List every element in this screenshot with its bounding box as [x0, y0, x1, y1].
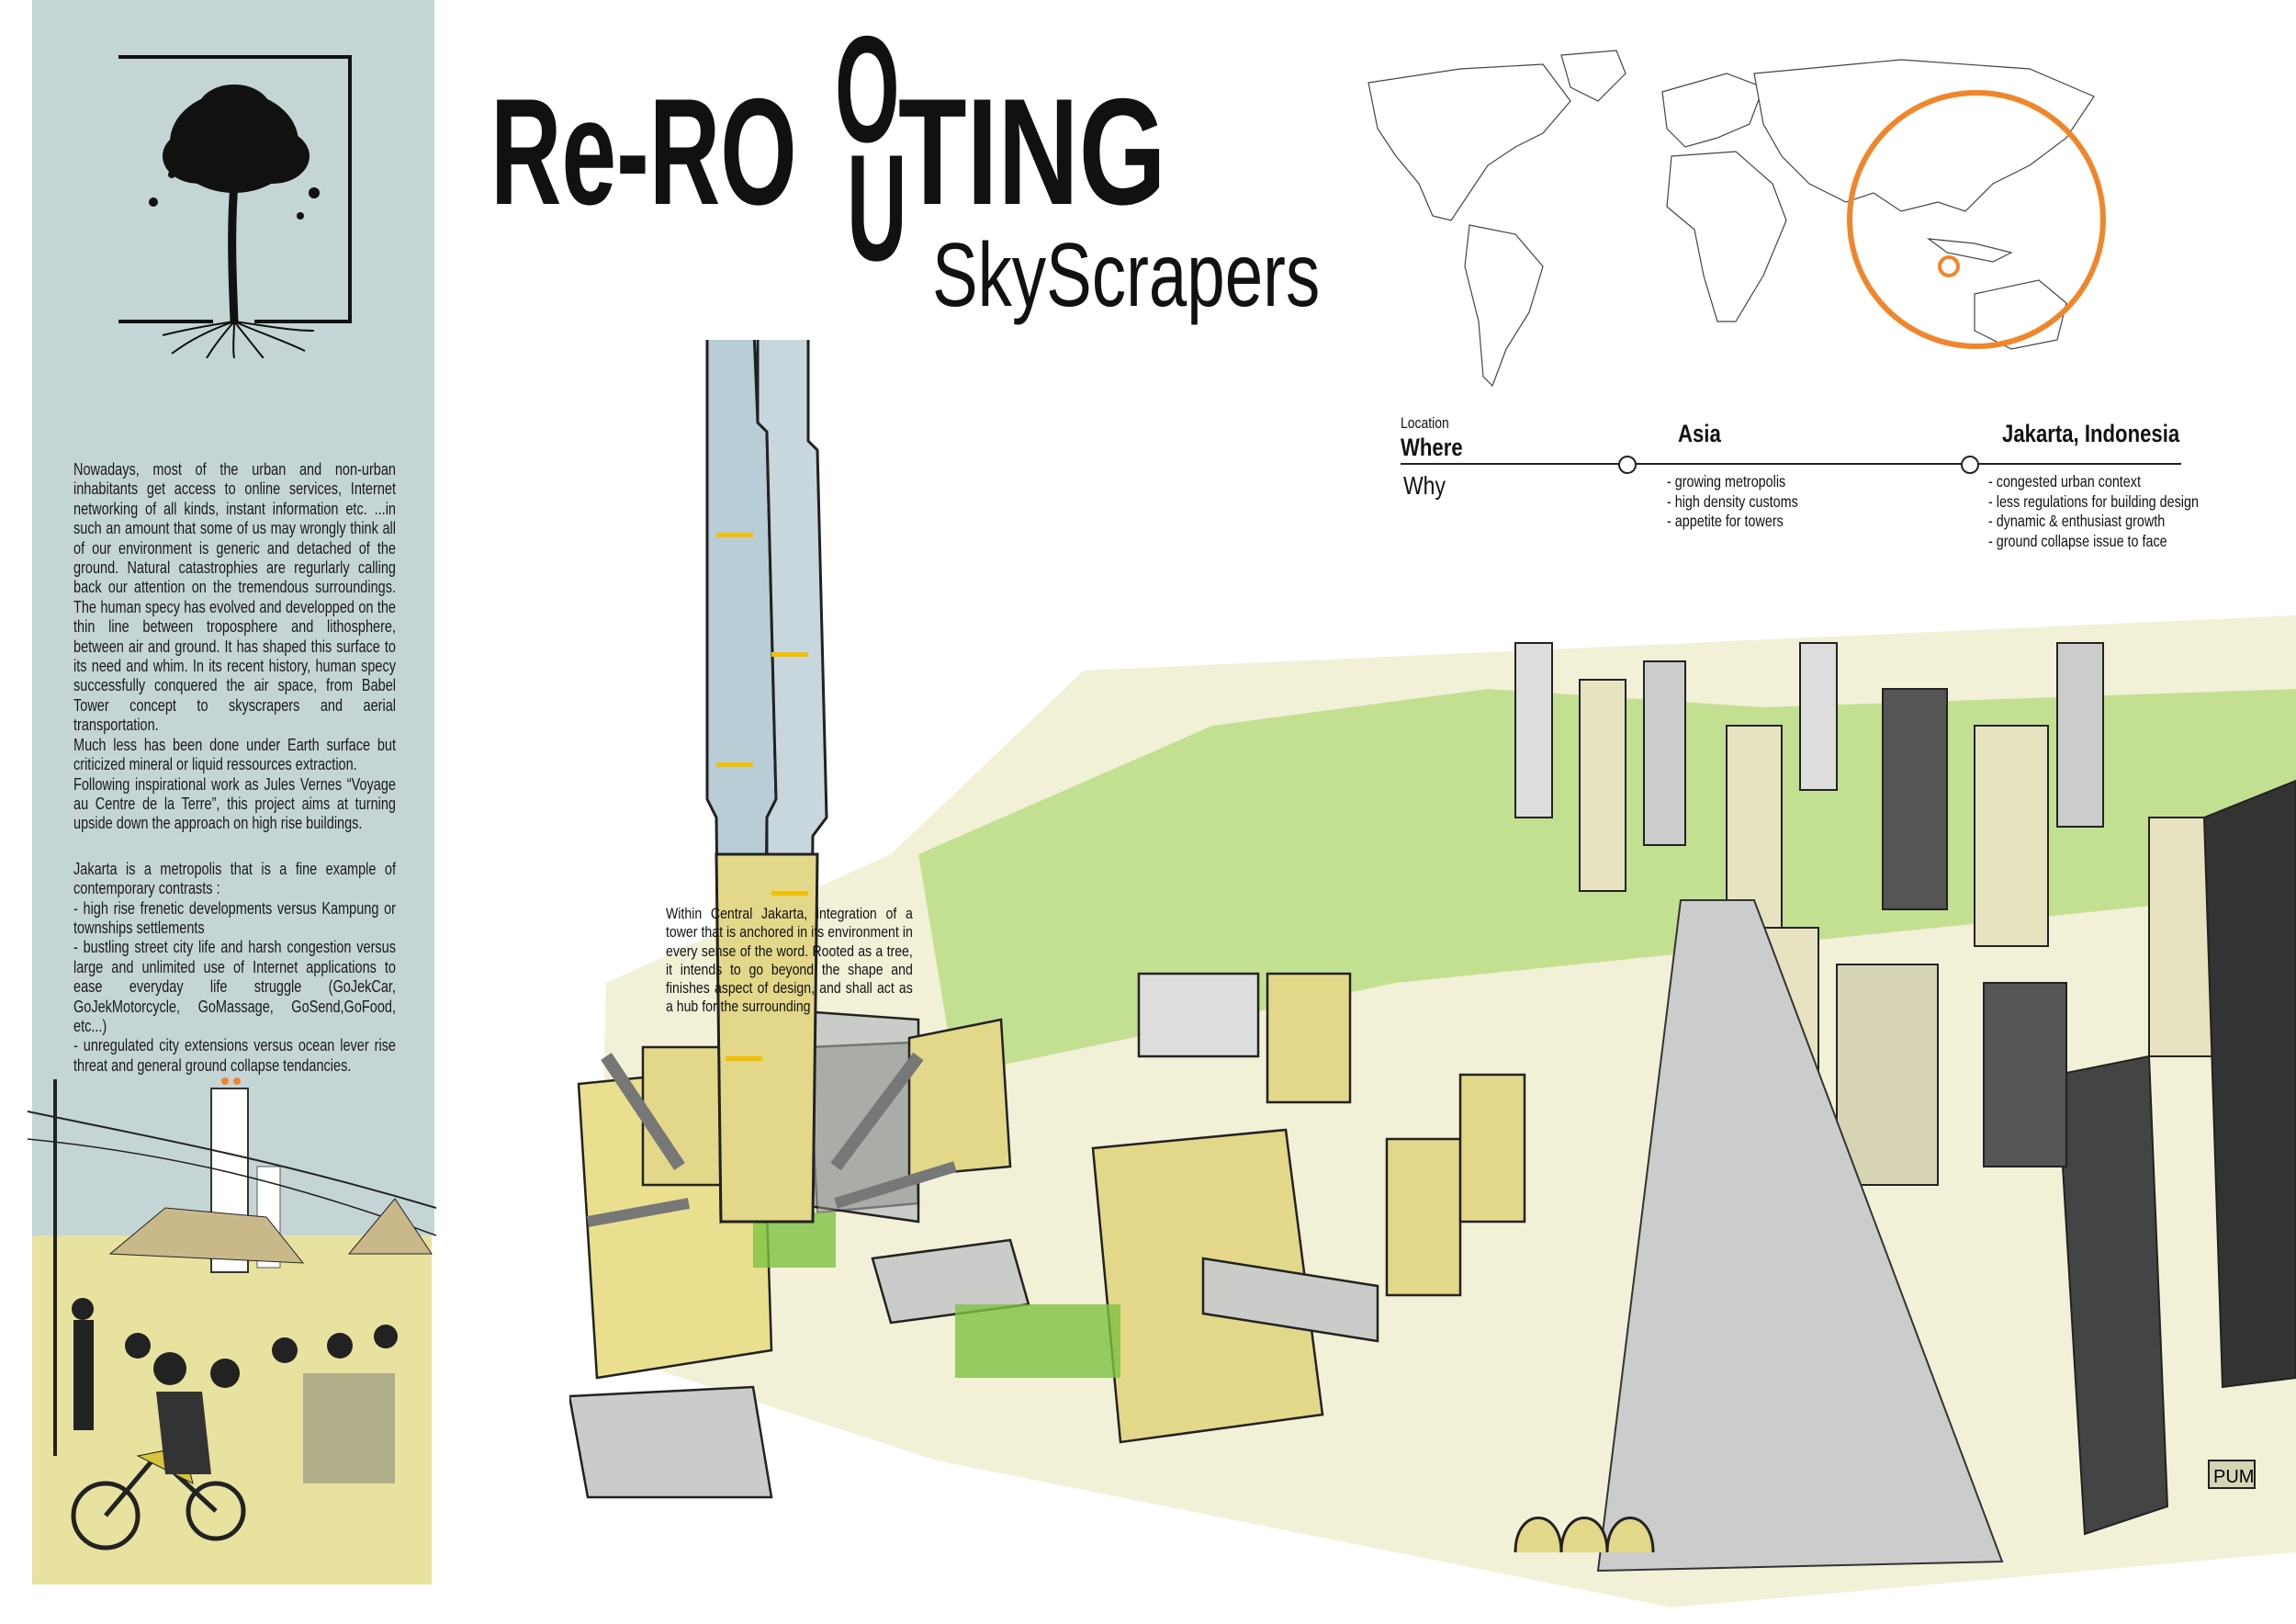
- timeline-node-asia: [1618, 456, 1637, 474]
- asia-highlight-circle: [1847, 90, 2106, 349]
- reason-item: - congested urban context: [1988, 472, 2141, 491]
- timeline-node-jakarta: [1961, 456, 1979, 474]
- location-label: Location: [1401, 414, 1449, 432]
- signature-text: PUM: [2213, 1467, 2254, 1487]
- jakarta-heading: Jakarta, Indonesia: [2002, 420, 2180, 447]
- jakarta-reasons: - congested urban context - less regulat…: [1988, 472, 2199, 551]
- subtitle: SkyScrapers: [932, 224, 1321, 325]
- street-scene-sketch: [28, 1077, 436, 1585]
- reason-item: - high density customs: [1667, 491, 1798, 511]
- greenland: [1560, 50, 1626, 102]
- intro-paragraph: Much less has been done under Earth surf…: [73, 734, 396, 774]
- africa: [1666, 151, 1787, 322]
- location-divider: [1401, 463, 2181, 465]
- asia-reasons: - growing metropolis - high density cust…: [1667, 472, 1798, 532]
- jakarta-point: - unregulated city extensions versus oce…: [73, 1035, 396, 1075]
- asia: [1753, 59, 2095, 212]
- left-panel-text: Nowadays, most of the urban and non-urba…: [73, 459, 396, 1075]
- tower-caption: Within Central Jakarta, integration of a…: [666, 905, 913, 1016]
- why-label: Why: [1403, 471, 1446, 500]
- jakarta-highlight-circle: [1938, 255, 1960, 277]
- jakarta-contrasts-text: Jakarta is a metropolis that is a fine e…: [73, 859, 396, 1075]
- indonesia: [1926, 238, 2013, 263]
- title-raised-o: O: [835, 5, 900, 174]
- reason-item: - appetite for towers: [1667, 512, 1784, 530]
- intro-text: Nowadays, most of the urban and non-urba…: [73, 459, 396, 833]
- australia: [1974, 279, 2067, 350]
- reason-item: - ground collapse issue to face: [1988, 531, 2167, 550]
- intro-paragraph: Nowadays, most of the urban and non-urba…: [73, 459, 396, 735]
- north-america: [1367, 63, 1571, 221]
- intro-paragraph: Following inspirational work as Jules Ve…: [73, 773, 396, 833]
- world-map: [1367, 50, 2106, 388]
- artist-signature: PUM: [2208, 1460, 2256, 1489]
- europe: [1661, 73, 1764, 148]
- where-label: Where: [1401, 434, 1463, 461]
- reason-item: - dynamic & enthusiast growth: [1988, 512, 2166, 530]
- rooted-tree-logo: [118, 55, 352, 358]
- title-prefix: Re-RO: [490, 67, 797, 236]
- jakarta-point: - bustling street city life and harsh co…: [73, 937, 396, 1035]
- location-table: Location Where Why Asia - growing metrop…: [1401, 415, 2209, 562]
- title-suffix: TING: [898, 67, 1166, 236]
- jakarta-city-illustration: PUM: [569, 340, 2296, 1607]
- title-lowered-u: U: [847, 123, 907, 292]
- reason-item: - growing metropolis: [1667, 472, 1786, 491]
- reason-item: - less regulations for building design: [1988, 491, 2199, 511]
- south-america: [1464, 224, 1544, 388]
- asia-heading: Asia: [1678, 420, 1721, 447]
- jakarta-intro: Jakarta is a metropolis that is a fine e…: [73, 858, 396, 898]
- jakarta-point: - high rise frenetic developments versus…: [73, 897, 396, 937]
